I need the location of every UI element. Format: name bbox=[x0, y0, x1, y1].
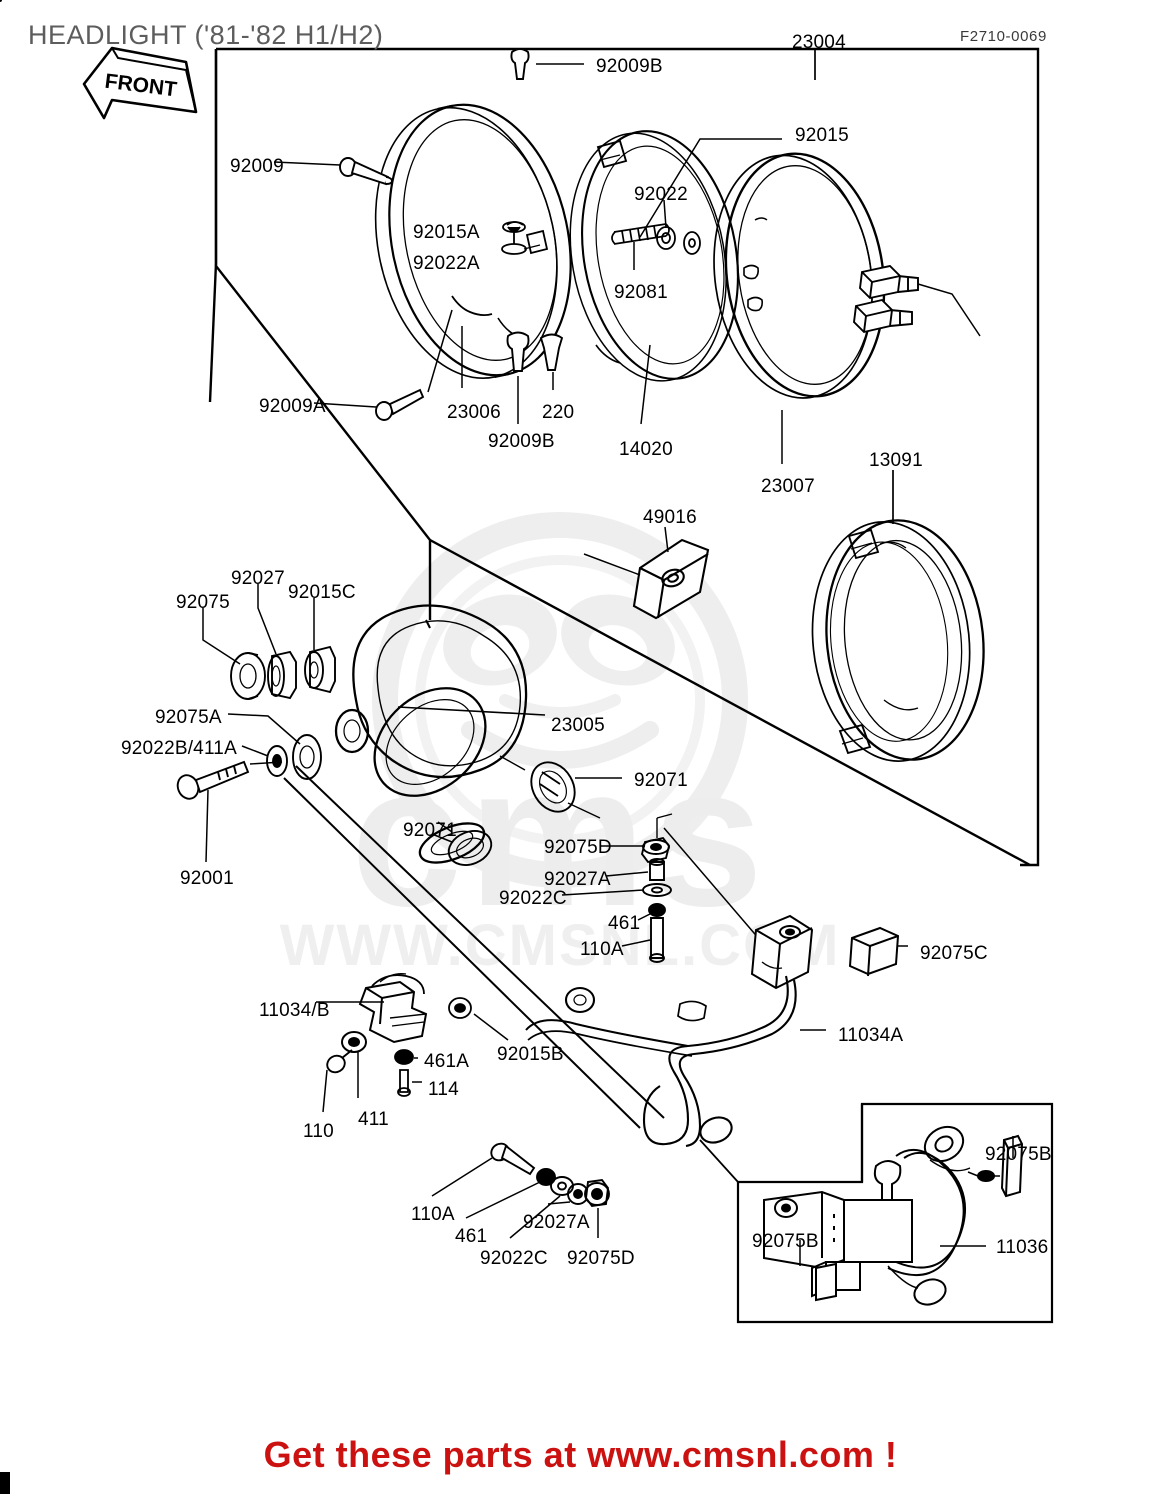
part-114-bolt bbox=[397, 1069, 411, 1097]
part-callout-92001[interactable]: 92001 bbox=[180, 868, 234, 889]
part-callout-92075b[interactable]: 92075B bbox=[752, 1231, 819, 1252]
part-23007-sealed-beam bbox=[713, 152, 886, 399]
part-callout-92015a[interactable]: 92015A bbox=[413, 222, 480, 243]
cms-watermark: cms WWW.CMSNL.COM bbox=[280, 512, 838, 978]
reference-code: F2710-0069 bbox=[960, 28, 1047, 45]
part-13091-holder bbox=[811, 519, 985, 762]
part-callout-114[interactable]: 114 bbox=[428, 1079, 459, 1100]
part-92022b-washer bbox=[266, 745, 288, 777]
part-callout-92022c[interactable]: 92022C bbox=[499, 888, 567, 909]
part-callout-92075d[interactable]: 92075D bbox=[567, 1248, 635, 1269]
part-callout-461[interactable]: 461 bbox=[455, 1226, 488, 1247]
part-92075c-block bbox=[848, 926, 900, 977]
part-callout-411[interactable]: 411 bbox=[358, 1109, 389, 1130]
part-92009b-screw-bottom bbox=[506, 331, 530, 372]
corner-registration-mark bbox=[0, 1472, 10, 1494]
part-callout-92075[interactable]: 92075 bbox=[176, 592, 230, 613]
part-callout-92071[interactable]: 92071 bbox=[634, 770, 688, 791]
part-callout-11034-b[interactable]: 11034/B bbox=[259, 1000, 330, 1021]
part-92071-plug-left bbox=[447, 830, 493, 866]
part-callout-92027a[interactable]: 92027A bbox=[544, 869, 611, 890]
part-110-bolt bbox=[326, 1049, 353, 1074]
part-callout-23005[interactable]: 23005 bbox=[551, 715, 605, 736]
part-callout-92015[interactable]: 92015 bbox=[795, 125, 849, 146]
part-callout-23004[interactable]: 23004 bbox=[792, 32, 846, 53]
part-callout-49016[interactable]: 49016 bbox=[643, 507, 697, 528]
part-callout-92009a[interactable]: 92009A bbox=[259, 396, 326, 417]
part-92081-spring bbox=[611, 223, 670, 245]
part-callout-92075b[interactable]: 92075B bbox=[985, 1144, 1052, 1165]
part-11034a-harness bbox=[525, 975, 797, 1148]
part-callout-11036[interactable]: 11036 bbox=[996, 1237, 1049, 1258]
part-callout-92009b[interactable]: 92009B bbox=[596, 56, 663, 77]
part-callout-110a[interactable]: 110A bbox=[411, 1204, 455, 1225]
part-callout-92081[interactable]: 92081 bbox=[614, 282, 668, 303]
part-right-mount-bracket bbox=[750, 914, 814, 990]
part-92022-washer bbox=[656, 226, 701, 255]
part-92009a-bolt bbox=[375, 388, 425, 421]
part-callout-461a[interactable]: 461A bbox=[424, 1051, 470, 1072]
part-callout-92022a[interactable]: 92022A bbox=[413, 253, 480, 274]
part-callout-92027a[interactable]: 92027A bbox=[523, 1212, 590, 1233]
part-callout-110[interactable]: 110 bbox=[303, 1121, 334, 1142]
part-11034b-bracket bbox=[341, 973, 428, 1053]
part-callout-92022b-411a[interactable]: 92022B/411A bbox=[121, 738, 237, 759]
front-direction-badge: FRONT bbox=[82, 46, 198, 120]
part-callout-92009b[interactable]: 92009B bbox=[488, 431, 555, 452]
part-461a-nut bbox=[394, 1049, 414, 1065]
part-callout-23007[interactable]: 23007 bbox=[761, 476, 815, 497]
page-title: HEADLIGHT ('81-'82 H1/H2) bbox=[28, 20, 384, 50]
part-callout-92009[interactable]: 92009 bbox=[230, 156, 284, 177]
part-callout-92015b[interactable]: 92015B bbox=[497, 1044, 564, 1065]
part-callout-11034a[interactable]: 11034A bbox=[838, 1025, 904, 1046]
part-callout-110a[interactable]: 110A bbox=[580, 939, 624, 960]
part-92075a-grommet bbox=[292, 734, 322, 780]
part-92015a-washer bbox=[501, 221, 527, 255]
part-headlight-connector bbox=[852, 264, 981, 337]
part-callout-92075d[interactable]: 92075D bbox=[544, 837, 612, 858]
part-92075-grommet bbox=[230, 652, 266, 700]
part-callout-13091[interactable]: 13091 bbox=[869, 450, 923, 471]
part-callout-23006[interactable]: 23006 bbox=[447, 402, 501, 423]
part-callout-92027[interactable]: 92027 bbox=[231, 568, 285, 589]
part-callout-92075c[interactable]: 92075C bbox=[920, 943, 988, 964]
inset-horn-assembly bbox=[0, 0, 1024, 1306]
part-callout-92075a[interactable]: 92075A bbox=[155, 707, 222, 728]
part-92001-bolt bbox=[176, 760, 250, 800]
part-callout-92022[interactable]: 92022 bbox=[634, 184, 688, 205]
part-callout-220[interactable]: 220 bbox=[542, 402, 575, 423]
part-callout-92071[interactable]: 92071 bbox=[403, 820, 457, 841]
part-92071-plug-right bbox=[530, 761, 576, 813]
part-lower-bolt-assembly bbox=[490, 1142, 610, 1208]
part-49016-damper bbox=[632, 538, 710, 620]
part-92009-bolt bbox=[339, 157, 393, 186]
part-92027-nut bbox=[267, 650, 297, 700]
part-92015b-nut bbox=[448, 997, 472, 1019]
part-callout-14020[interactable]: 14020 bbox=[619, 439, 673, 460]
footer-promo-text: Get these parts at www.cmsnl.com ! bbox=[263, 1434, 898, 1475]
part-callout-92022c[interactable]: 92022C bbox=[480, 1248, 548, 1269]
part-callout-92015c[interactable]: 92015C bbox=[288, 582, 356, 603]
part-14020-retaining-ring bbox=[569, 130, 739, 382]
part-callout-461[interactable]: 461 bbox=[608, 913, 641, 934]
part-220-screw bbox=[539, 333, 564, 371]
part-outer-rim-23006 bbox=[374, 103, 572, 379]
part-92015c-nut bbox=[304, 645, 336, 694]
part-92009b-screw-top bbox=[510, 48, 530, 80]
inset-detail-box bbox=[736, 1102, 1054, 1324]
